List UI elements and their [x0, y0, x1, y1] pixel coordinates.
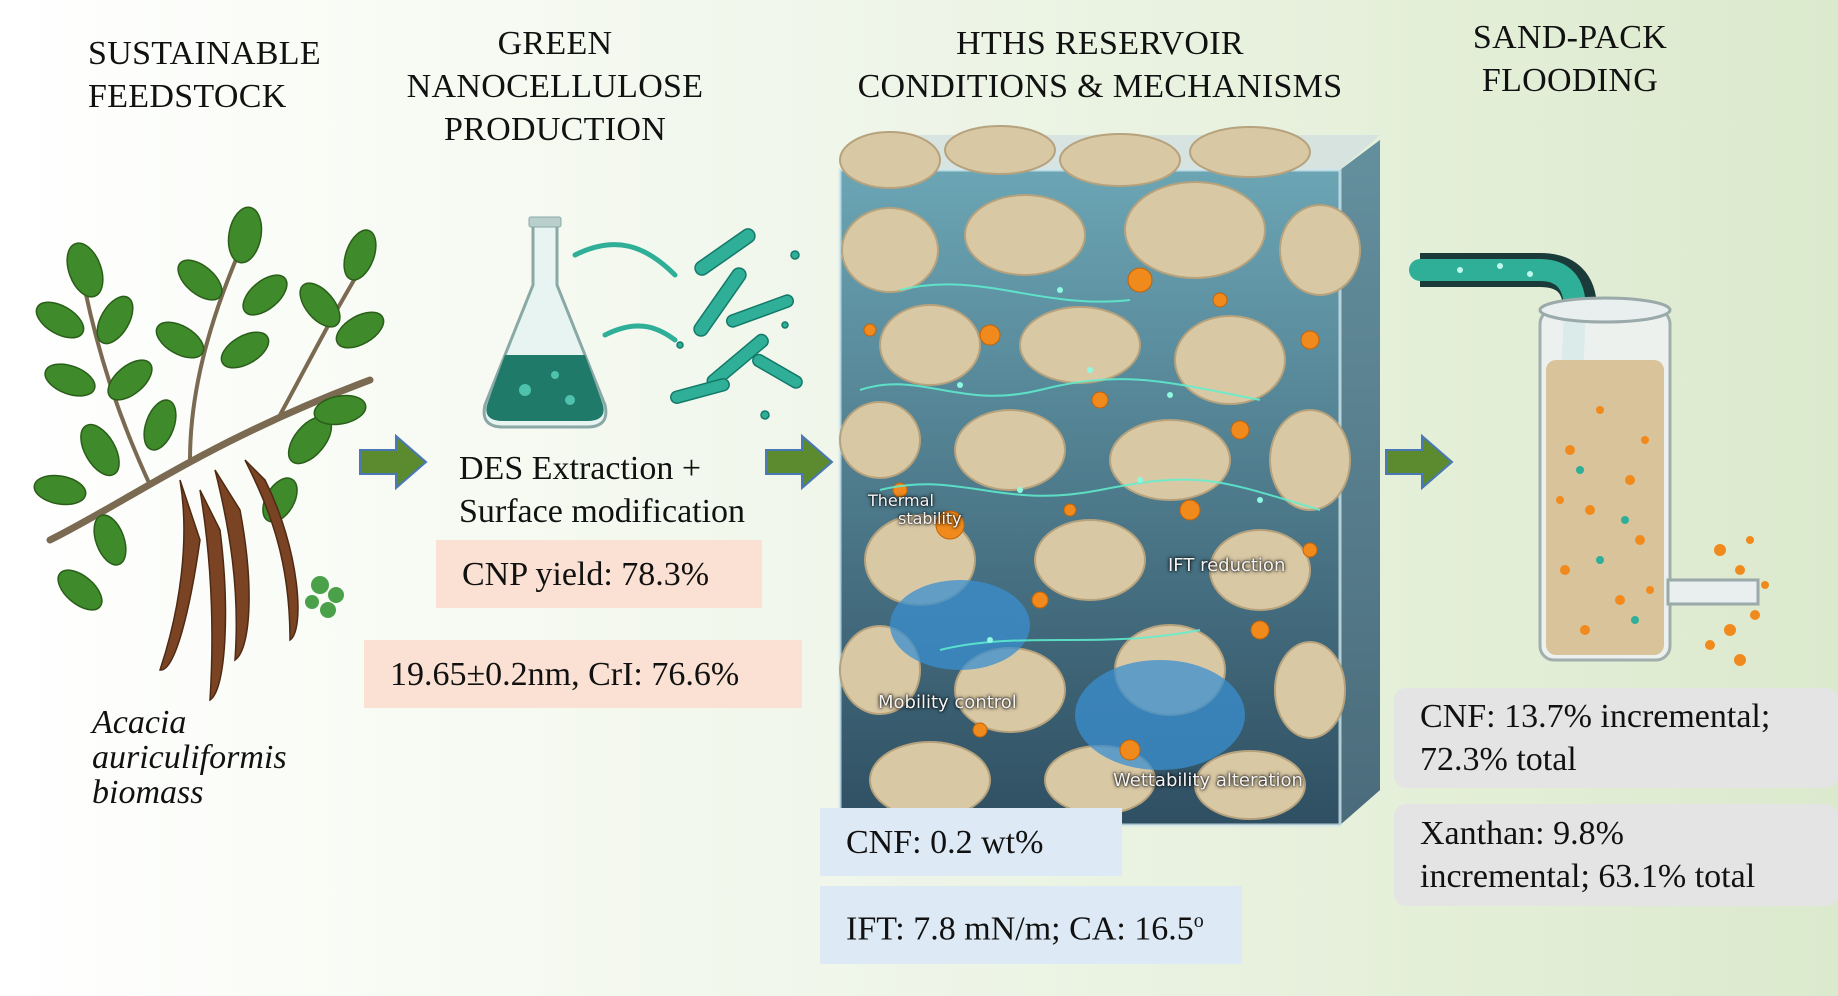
header-reservoir-line1: HTHS RESERVOIR [956, 25, 1244, 62]
header-production-line2: NANOCELLULOSE [406, 68, 704, 105]
biomass-label-line1: Acacia [92, 704, 187, 741]
ift-ca-text: IFT: 7.8 mN/m; CA: 16.5 [846, 910, 1194, 948]
mechanism-mobility-label: Mobility control [878, 692, 1017, 713]
ca-degree-superscript: o [1193, 909, 1204, 932]
mechanism-wettability-label: Wettability alteration [1113, 770, 1303, 791]
flask-icon [482, 216, 608, 429]
header-feedstock-line1: SUSTAINABLE [88, 35, 321, 72]
process-line2: Surface modification [459, 493, 746, 530]
small-flower [305, 576, 344, 618]
header-flooding-line2: FLOODING [1481, 62, 1659, 99]
nanofibers [670, 228, 803, 420]
header-feedstock: SUSTAINABLE FEEDSTOCK [88, 32, 321, 118]
cnf-recovery-line1: CNF: 13.7% incremental; [1420, 698, 1771, 735]
cnp-yield-box: CNP yield: 78.3% [436, 540, 762, 608]
header-feedstock-line2: FEEDSTOCK [88, 78, 287, 115]
cnf-concentration-box: CNF: 0.2 wt% [820, 808, 1122, 876]
header-production-line1: GREEN [497, 25, 613, 62]
arrow-right-icon [359, 433, 428, 491]
glass-column [1538, 296, 1672, 662]
arrow-right-icon [1385, 433, 1454, 491]
process-label: DES Extraction + Surface modification [459, 447, 745, 533]
flow-arrows [572, 242, 678, 343]
leaves [33, 206, 385, 611]
mechanism-ift-label: IFT reduction [1168, 555, 1285, 576]
mechanism-thermal-label: Thermal stability [868, 492, 962, 528]
sand-pack-column-illustration [1409, 253, 1769, 666]
process-line1: DES Extraction + [459, 450, 702, 487]
acacia-plant-illustration [33, 206, 385, 702]
header-flooding-line1: SAND-PACK [1472, 19, 1668, 56]
mechanism-thermal-line1: Thermal [868, 491, 934, 510]
seed-pods [159, 459, 299, 702]
sand-grains [839, 125, 1361, 820]
ift-ca-wrapper: IFT: 7.8 mN/m; CA: 16.5o [846, 900, 1216, 950]
cnf-recovery-line2: 72.3% total [1420, 741, 1577, 778]
water-patches [890, 580, 1245, 770]
flask-nanofiber-illustration [482, 216, 803, 429]
arrow-right-icon [765, 433, 834, 491]
cnp-yield-text: CNP yield: 78.3% [462, 555, 710, 593]
column-oil-dots [1556, 406, 1654, 635]
reservoir-block-illustration [838, 125, 1380, 827]
header-flooding: SAND-PACK FLOODING [1420, 16, 1720, 102]
header-production-line3: PRODUCTION [443, 111, 667, 148]
xanthan-recovery-box: Xanthan: 9.8% incremental; 63.1% total [1394, 804, 1838, 906]
header-production: GREEN NANOCELLULOSE PRODUCTION [380, 22, 730, 151]
cnf-concentration-text: CNF: 0.2 wt% [846, 823, 1044, 861]
xanthan-recovery-line1: Xanthan: 9.8% [1420, 815, 1624, 852]
mechanism-ift-text: IFT reduction [1168, 555, 1286, 576]
sparkles [957, 287, 1263, 643]
xanthan-recovery-line2: incremental; 63.1% total [1420, 858, 1756, 895]
nanocellulose-strands [859, 283, 1321, 651]
biomass-label-line3: biomass [92, 774, 204, 811]
ift-ca-box: IFT: 7.8 mN/m; CA: 16.5o [820, 886, 1242, 964]
biomass-label: Acacia auriculiformis biomass [92, 705, 287, 810]
mechanism-thermal-line2: stability [898, 509, 962, 528]
mechanism-mobility-text: Mobility control [878, 692, 1017, 713]
mechanism-wettability-text: Wettability alteration [1113, 770, 1303, 791]
column-cnf-dots [1576, 466, 1639, 624]
cnf-recovery-box: CNF: 13.7% incremental; 72.3% total [1394, 688, 1838, 788]
header-reservoir: HTHS RESERVOIR CONDITIONS & MECHANISMS [820, 22, 1380, 108]
size-cri-text: 19.65±0.2nm, CrI: 76.6% [390, 655, 740, 693]
outlet-pipe [1666, 536, 1769, 666]
size-cri-box: 19.65±0.2nm, CrI: 76.6% [364, 640, 802, 708]
header-reservoir-line2: CONDITIONS & MECHANISMS [857, 68, 1343, 105]
oil-droplets [863, 267, 1320, 761]
biomass-label-line2: auriculiformis [92, 739, 287, 776]
